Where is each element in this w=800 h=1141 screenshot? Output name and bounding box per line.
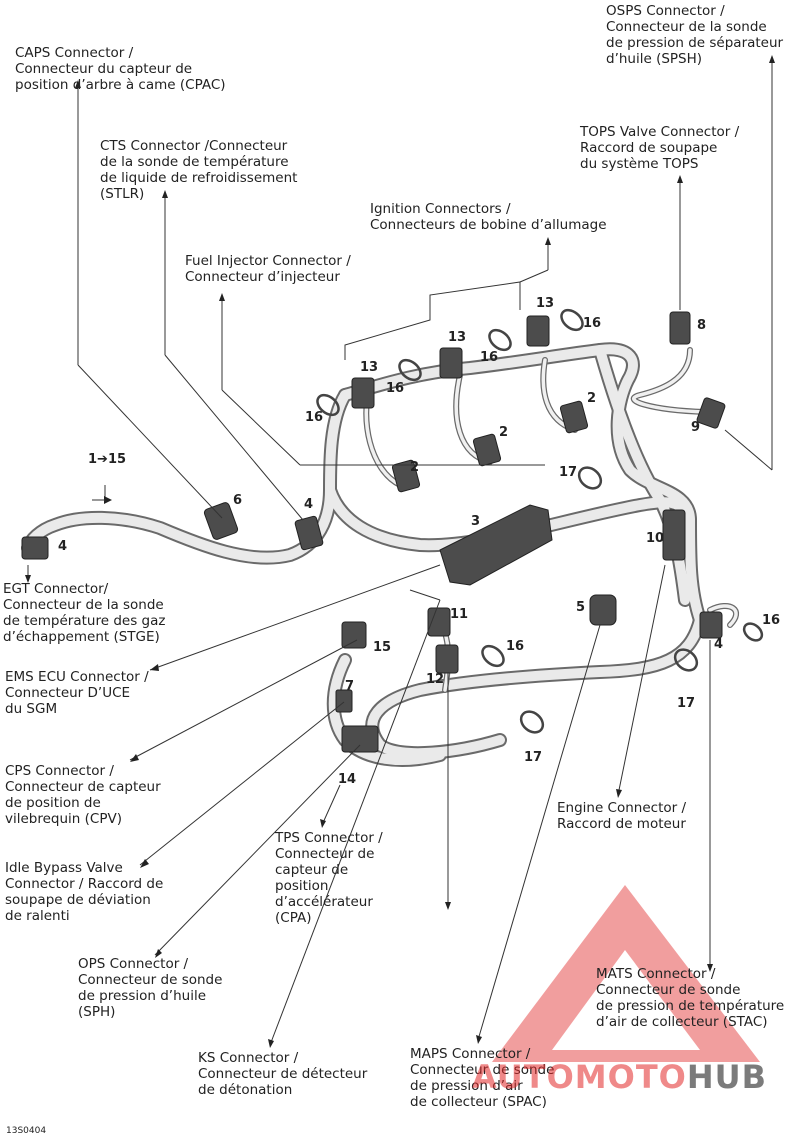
connector-shapes <box>21 311 726 753</box>
ks-label: KS Connector / Connecteur de détecteur d… <box>198 1050 368 1098</box>
leader-lines <box>27 60 773 1046</box>
connector-15 <box>341 621 367 649</box>
connector-6 <box>203 502 239 540</box>
engine-connector-label: Engine Connector / Raccord de moteur <box>557 800 687 832</box>
connector-9 <box>696 397 726 429</box>
connector-13a <box>351 377 375 409</box>
document-id: 13S0404 <box>6 1126 47 1136</box>
callout-4b: 4 <box>58 539 68 554</box>
arrowheads <box>25 55 775 1048</box>
callout-17b: 17 <box>677 696 696 711</box>
watermark-logo <box>492 885 760 1062</box>
callout-16c: 16 <box>480 350 499 365</box>
connector-5 <box>589 594 617 626</box>
callout-16f: 16 <box>762 613 781 628</box>
callout-16a: 16 <box>305 410 324 425</box>
callout-16e: 16 <box>506 639 525 654</box>
callout-12: 12 <box>426 672 445 687</box>
connector-8 <box>669 311 691 345</box>
callout-17c: 17 <box>524 750 543 765</box>
connector-13c <box>526 315 550 347</box>
mats-label: MATS Connector / Connecteur de sonde de … <box>596 966 785 1030</box>
connector-14 <box>341 725 379 753</box>
cps-label: CPS Connector / Connecteur de capteur de… <box>5 763 161 827</box>
connector-10 <box>662 509 686 561</box>
callout-13a: 13 <box>360 360 379 375</box>
callout-4c: 4 <box>714 637 724 652</box>
connector-4a <box>294 515 324 551</box>
callout-11: 11 <box>450 607 469 622</box>
connector-13b <box>439 347 463 379</box>
connector-4c <box>699 611 723 639</box>
callout-8: 8 <box>697 318 707 333</box>
ems-ecu-label: EMS ECU Connector / Connecteur D’UCE du … <box>5 669 149 717</box>
callout-2b: 2 <box>499 425 509 440</box>
callout-13b: 13 <box>448 330 467 345</box>
callout-2c: 2 <box>587 391 597 406</box>
connector-2b <box>472 433 502 467</box>
fuel-injector-label: Fuel Injector Connector / Connecteur d’i… <box>185 253 351 285</box>
connector-12 <box>435 644 459 674</box>
callout-16d: 16 <box>583 316 602 331</box>
callout-2a: 2 <box>410 460 420 475</box>
callout-9: 9 <box>691 420 701 435</box>
callout-3: 3 <box>471 514 481 529</box>
tops-label: TOPS Valve Connector / Raccord de soupap… <box>580 124 740 172</box>
tps-label: TPS Connector / Connecteur de capteur de… <box>275 830 383 926</box>
callout-13c: 13 <box>536 296 555 311</box>
cts-label: CTS Connector /Connecteur de la sonde de… <box>100 138 298 202</box>
connector-11 <box>427 607 451 637</box>
connector-2c <box>559 400 589 434</box>
egt-label: EGT Connector/ Connecteur de la sonde de… <box>3 581 166 645</box>
callout-17a: 17 <box>559 465 578 480</box>
callout-4a: 4 <box>304 497 314 512</box>
watermark-part3: HUB <box>686 1058 768 1096</box>
maps-label: MAPS Connector / Connecteur de sonde de … <box>410 1046 555 1110</box>
ignition-label: Ignition Connectors / Connecteurs de bob… <box>370 201 607 233</box>
callout-10: 10 <box>646 531 665 546</box>
callout-14: 14 <box>338 772 357 787</box>
callout-5: 5 <box>576 600 586 615</box>
watermark-text: AUTOMOTOHUB <box>472 1058 767 1096</box>
callout-15: 15 <box>373 640 392 655</box>
caps-label: CAPS Connector / Connecteur du capteur d… <box>15 45 226 93</box>
callout-6: 6 <box>233 493 243 508</box>
clamps <box>316 308 764 734</box>
connector-7 <box>335 689 353 713</box>
watermark-part2: MOTO <box>574 1058 687 1096</box>
connector-4b <box>21 536 49 560</box>
watermark-part1: AUTO <box>472 1058 575 1096</box>
idle-bypass-label: Idle Bypass Valve Connector / Raccord de… <box>5 860 164 924</box>
connector-2a <box>391 459 421 493</box>
osps-label: OSPS Connector / Connecteur de la sonde … <box>606 3 784 67</box>
callout-16b: 16 <box>386 381 405 396</box>
callout-range: 1➔15 <box>88 452 127 467</box>
connector-3-ecu <box>439 504 553 586</box>
ops-label: OPS Connector / Connecteur de sonde de p… <box>78 956 223 1020</box>
callout-7: 7 <box>345 679 355 694</box>
